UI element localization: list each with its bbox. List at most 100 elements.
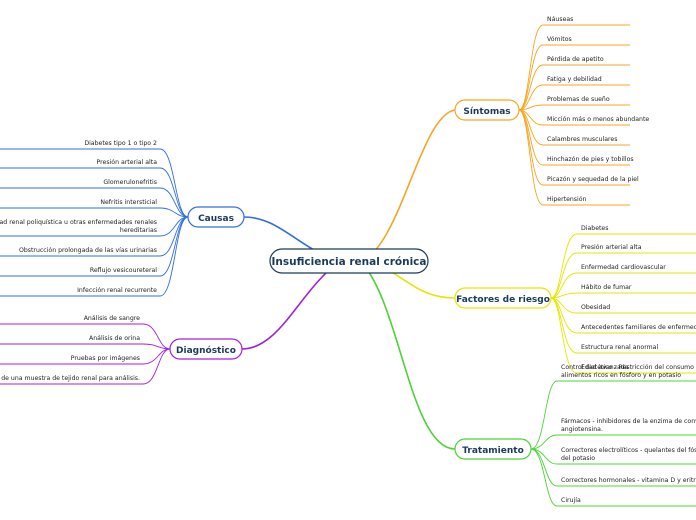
link-sintomas-0 — [518, 24, 544, 111]
link-tratamiento-4 — [530, 448, 558, 507]
sintomas-item[interactable]: Calambres musculares — [547, 136, 617, 143]
sintomas-item-line: Calambres musculares — [547, 136, 617, 143]
link-causas-0 — [159, 148, 189, 218]
tratamiento-item[interactable]: Correctores hormonales - vitamina D y er… — [561, 477, 696, 484]
diagnostico-item[interactable]: Análisis de orina — [89, 334, 140, 342]
sintomas-item[interactable]: Pérdida de apetito — [547, 55, 604, 63]
factores-item[interactable]: Obesidad — [581, 304, 610, 311]
tratamiento-item-line: Correctores electrolíticos - quelantes d… — [561, 446, 696, 454]
factores-item-line: Estructura renal anormal — [581, 344, 658, 351]
tratamiento-item[interactable]: Cirujía — [561, 496, 581, 504]
diagnostico-item-line: Pruebas por imágenes — [71, 354, 140, 362]
factores-item-line: Obesidad — [581, 304, 610, 311]
sintomas-item-line: Problemas de sueño — [547, 96, 610, 103]
causas-item[interactable]: Infección renal recurrente — [77, 286, 157, 294]
link-factores-2 — [550, 272, 578, 299]
causas-item-line: Nefritis intersticial — [100, 199, 157, 206]
link-sintomas-2 — [518, 64, 544, 111]
factores-item-line: Hábito de fumar — [581, 283, 632, 291]
branch-tratamiento-label: Tratamiento — [462, 446, 524, 456]
link-diagnostico-2 — [142, 348, 171, 365]
diagnostico-item[interactable]: Extracción de una muestra de tejido rena… — [0, 374, 140, 382]
link-root-diagnostico — [241, 260, 341, 350]
sintomas-item-line: Fatiga y debilidad — [547, 76, 602, 83]
factores-item[interactable]: Presión arterial alta — [581, 243, 642, 251]
branch-causas-label: Causas — [198, 214, 234, 224]
branch-sintomas-label: Síntomas — [463, 107, 510, 117]
causas-item[interactable]: Nefritis intersticial — [100, 199, 157, 206]
sintomas-item[interactable]: Náuseas — [547, 15, 573, 23]
causas-item-line: Diabetes tipo 1 o tipo 2 — [84, 140, 157, 147]
link-tratamiento-0 — [530, 380, 558, 450]
branch-tratamiento[interactable]: Tratamiento — [454, 438, 532, 460]
tratamiento-item-line: Correctores hormonales - vitamina D y er… — [561, 477, 696, 484]
causas-item-line: Infección renal recurrente — [77, 286, 157, 294]
factores-item-line: Edad avanzada — [581, 364, 629, 371]
causas-item[interactable]: Glomerulonefritis — [103, 179, 157, 186]
tratamiento-item[interactable]: Control dietético - Restricción del cons… — [561, 363, 696, 379]
link-sintomas-3 — [518, 84, 544, 111]
link-causas-1 — [159, 167, 189, 218]
tratamiento-item-line: alimentos ricos en fósforo y en potasio — [561, 371, 681, 379]
branch-diagnostico[interactable]: Diagnóstico — [169, 338, 243, 360]
link-causas-2 — [159, 187, 189, 218]
factores-item-line: Diabetes — [581, 225, 608, 232]
link-sintomas-9 — [518, 109, 544, 206]
diagnostico-item[interactable]: Análisis de sangre — [84, 314, 140, 322]
link-root-tratamiento — [359, 260, 456, 450]
factores-item[interactable]: Enfermedad cardiovascular — [581, 264, 666, 271]
causas-item[interactable]: Diabetes tipo 1 o tipo 2 — [84, 140, 157, 147]
factores-item[interactable]: Diabetes — [581, 225, 608, 232]
sintomas-item[interactable]: Problemas de sueño — [547, 96, 610, 103]
factores-item-line: Presión arterial alta — [581, 243, 642, 251]
branch-factores[interactable]: Factores de riesgo — [454, 287, 552, 309]
sintomas-item[interactable]: Vómitos — [547, 35, 572, 43]
root-node[interactable]: Insuficiencia renal crónica — [269, 248, 429, 274]
link-factores-7 — [550, 297, 578, 374]
link-factores-1 — [550, 252, 578, 299]
causas-item-line: Obstrucción prolongada de las vías urina… — [19, 246, 157, 254]
causas-item-line: hereditarias — [120, 227, 157, 234]
branch-causas[interactable]: Causas — [187, 206, 245, 228]
factores-item-line: Antecedentes familiares de enfermedad re… — [581, 324, 696, 331]
sintomas-item[interactable]: Picazón y sequedad de la piel — [547, 175, 639, 183]
link-factores-0 — [550, 233, 578, 299]
link-factores-5 — [550, 297, 578, 334]
branch-factores-label: Factores de riesgo — [456, 295, 550, 305]
causas-item[interactable]: Obstrucción prolongada de las vías urina… — [19, 246, 157, 254]
factores-item[interactable]: Edad avanzada — [581, 364, 629, 371]
sintomas-item[interactable]: Hinchazón de pies y tobillos — [547, 155, 634, 163]
sintomas-item-line: Hinchazón de pies y tobillos — [547, 155, 634, 163]
diagnostico-item-line: Análisis de orina — [89, 334, 140, 342]
sintomas-item[interactable]: Micción más o menos abundante — [547, 115, 649, 123]
link-diagnostico-3 — [142, 348, 171, 385]
sintomas-item[interactable]: Hipertensión — [547, 195, 587, 203]
causas-item[interactable]: Presión arterial alta — [97, 158, 158, 166]
link-diagnostico-0 — [142, 323, 171, 350]
link-root-sintomas — [359, 109, 456, 262]
branch-sintomas[interactable]: Síntomas — [454, 99, 520, 121]
factores-item[interactable]: Antecedentes familiares de enfermedad re… — [581, 324, 696, 331]
tratamiento-item-line: angiotensina. — [561, 426, 603, 433]
diagnostico-item-line: Análisis de sangre — [84, 314, 140, 322]
link-causas-6 — [159, 216, 189, 277]
tratamiento-item-line: del potasio — [561, 455, 595, 462]
sintomas-item[interactable]: Fatiga y debilidad — [547, 76, 602, 83]
sintomas-item-line: Hipertensión — [547, 195, 587, 203]
tratamiento-item[interactable]: Correctores electrolíticos - quelantes d… — [561, 446, 696, 462]
diagnostico-item[interactable]: Pruebas por imágenes — [71, 354, 140, 362]
causas-item[interactable]: Reflujo vesicoureteral — [90, 267, 157, 274]
tratamiento-item-line: Fármacos - inhibidores de la enzima de c… — [561, 417, 696, 425]
causas-item[interactable]: Enfermedad renal poliquística u otras en… — [0, 218, 157, 234]
tratamiento-item[interactable]: Fármacos - inhibidores de la enzima de c… — [561, 417, 696, 433]
root-label: Insuficiencia renal crónica — [272, 256, 427, 268]
sintomas-item-line: Micción más o menos abundante — [547, 115, 649, 123]
factores-item[interactable]: Estructura renal anormal — [581, 344, 658, 351]
sintomas-item-line: Pérdida de apetito — [547, 55, 604, 63]
link-causas-3 — [159, 207, 189, 218]
link-causas-7 — [159, 216, 189, 297]
link-tratamiento-1 — [530, 434, 558, 450]
factores-item[interactable]: Hábito de fumar — [581, 283, 632, 291]
sintomas-item-line: Vómitos — [547, 35, 572, 43]
